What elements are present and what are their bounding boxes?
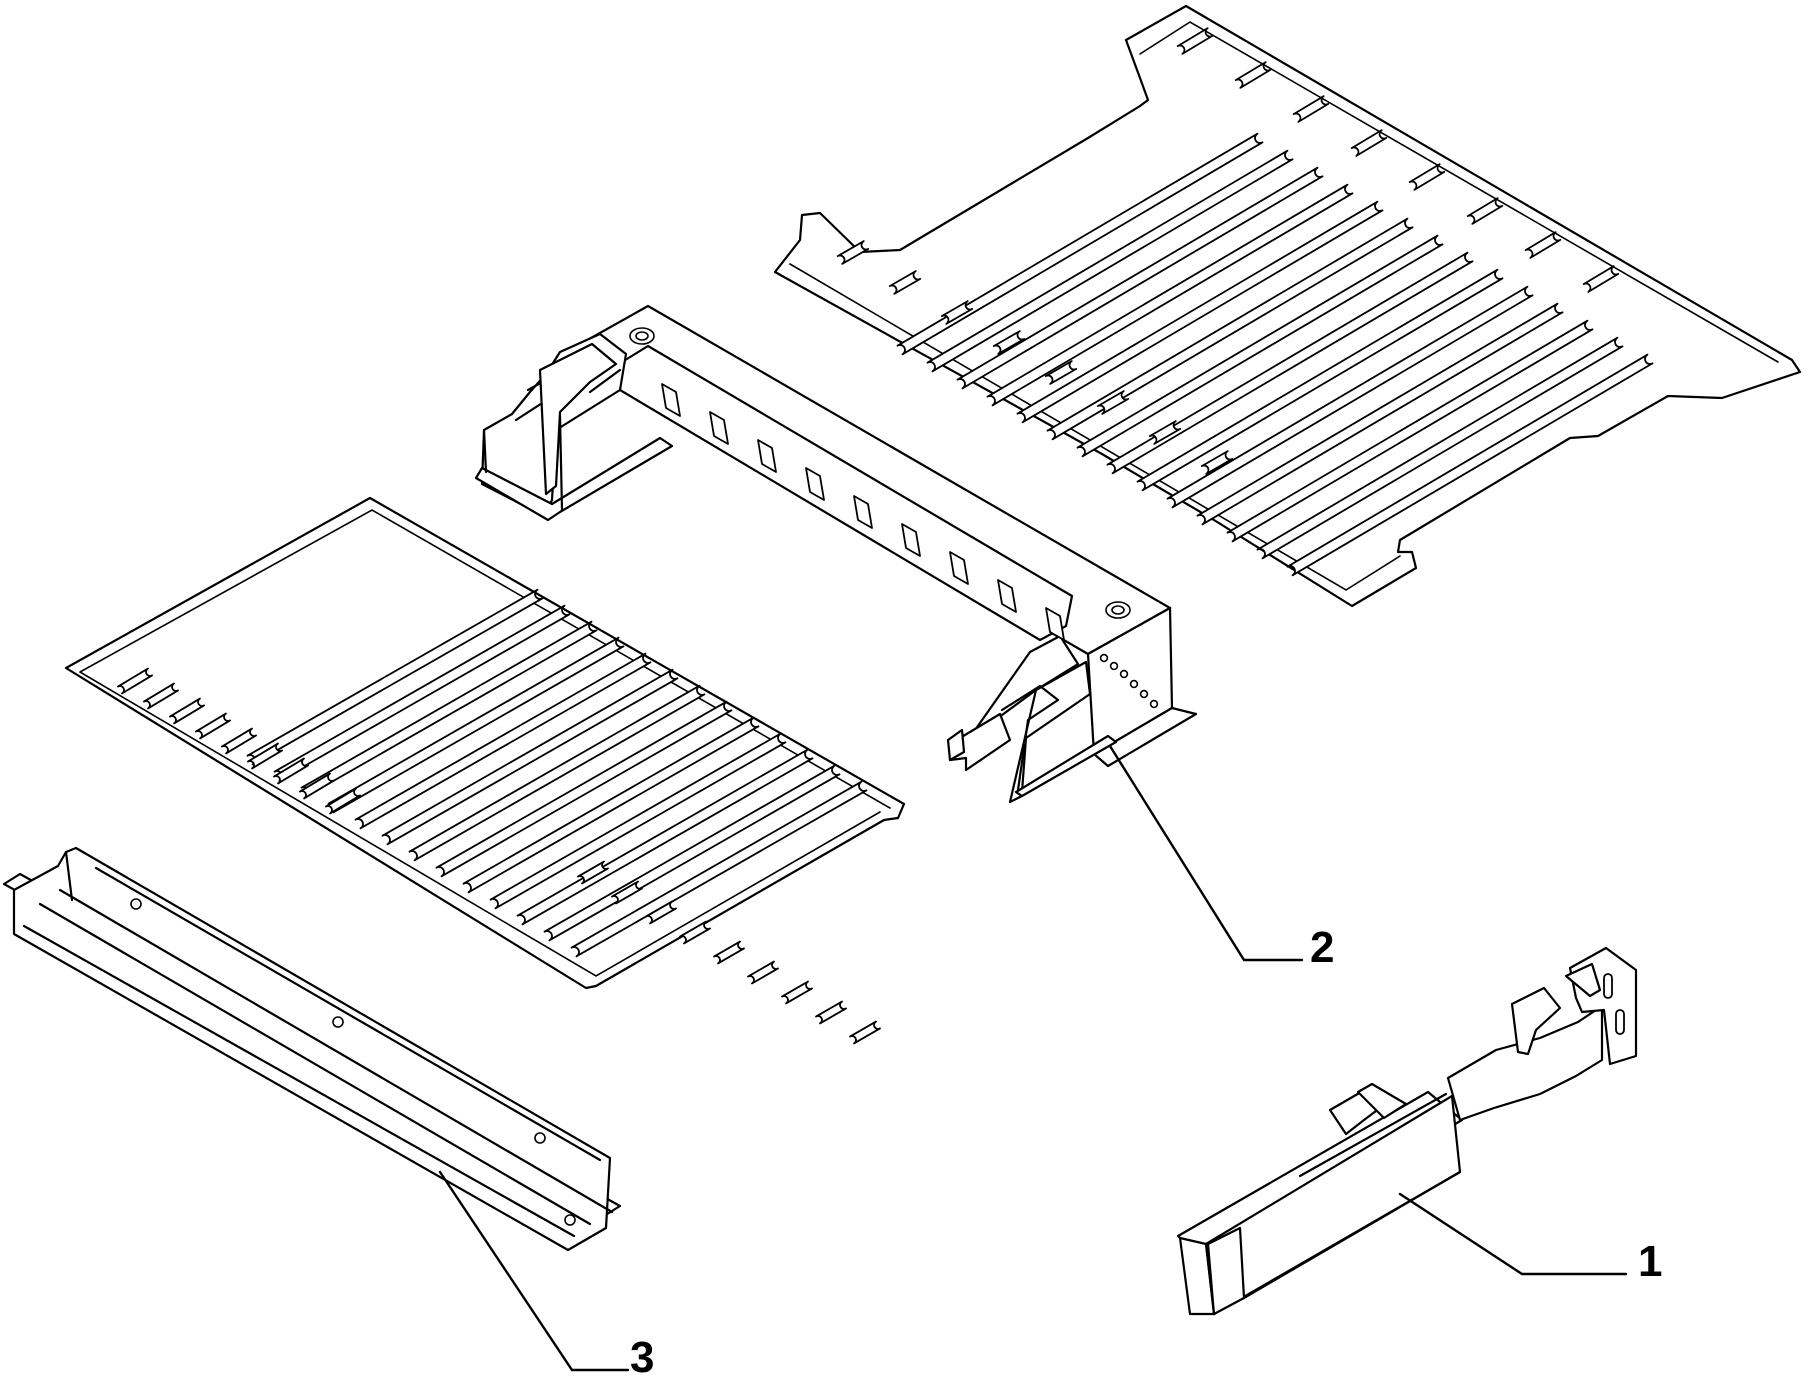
panel-rib [849,1020,881,1045]
panel-rib [195,712,231,740]
panel-rib [1466,197,1504,225]
crossmember-cutout [805,467,825,501]
rear-floor-panel [773,4,1802,608]
panel-rib [1408,163,1446,191]
panel-rib [247,742,283,770]
crossmember-cutout [757,439,777,473]
panel-rib [926,149,1294,373]
panel-rib [1044,360,1078,385]
callout-1-label: 1 [1638,1237,1662,1286]
callout-3: 3 [438,1170,654,1382]
panel-rib [888,270,922,295]
panel-rib [1226,319,1594,543]
panel-rib [143,682,179,710]
crossmember-cutout [949,551,969,585]
panel-rib [1524,231,1562,259]
crossmember-cutout [709,411,729,445]
panel-rib [516,748,814,926]
side-member [1176,946,1638,1316]
panel-rib [1176,27,1214,55]
panel-rib [1582,265,1620,293]
panel-rib [489,732,787,910]
panel-rib [1200,450,1234,475]
panel-rib [577,860,609,885]
panel-rib [117,667,153,695]
panel-rib [273,757,309,785]
callout-1: 1 [1398,1192,1662,1286]
panel-rib [1350,129,1388,157]
callout-3-label: 3 [630,1333,654,1382]
panel-rib [408,684,706,862]
callout-2: 2 [1108,744,1334,972]
panel-rib [1136,268,1504,492]
panel-rib [1286,353,1654,577]
panel-rib [645,900,677,925]
panel-rib [1046,217,1414,441]
panel-rib [1148,420,1182,445]
panel-rib [169,697,205,725]
panel-rib [713,940,745,965]
panel-rib [1106,251,1474,475]
panel-rib [1196,302,1564,526]
panel-rib [836,240,870,265]
panel-rib [1166,285,1534,509]
panel-rib [992,330,1026,355]
panel-rib [1076,234,1444,458]
panel-rib [570,780,868,958]
panel-rib [815,1000,847,1025]
crossmember-cutout [661,383,681,417]
panel-rib [611,880,643,905]
panel-rib [381,668,679,846]
callout-2-label: 2 [1310,923,1334,972]
panel-rib [781,980,813,1005]
panel-rib [679,920,711,945]
panel-rib [462,716,760,894]
front-floor-panel [64,496,906,1045]
crossmember-cutout [1045,607,1065,641]
panel-rib [325,787,361,815]
crossmember-cutout [901,523,921,557]
panel-rib [1096,390,1130,415]
panel-rib [747,960,779,985]
panel-rib [896,132,1264,356]
panel-rib [1234,61,1272,89]
panel-rib [956,166,1324,390]
crossmember [474,304,1198,804]
panel-rib [1016,200,1384,424]
panel-rib [940,300,974,325]
panel-rib [354,652,652,830]
panel-rib [986,183,1354,407]
crossmember-cutout [997,579,1017,613]
panel-rib [435,700,733,878]
front-rail [2,846,622,1252]
panel-rib [1256,336,1624,560]
panel-rib [1292,95,1330,123]
panel-rib [299,772,335,800]
crossmember-cutout [853,495,873,529]
panel-rib [221,727,257,755]
